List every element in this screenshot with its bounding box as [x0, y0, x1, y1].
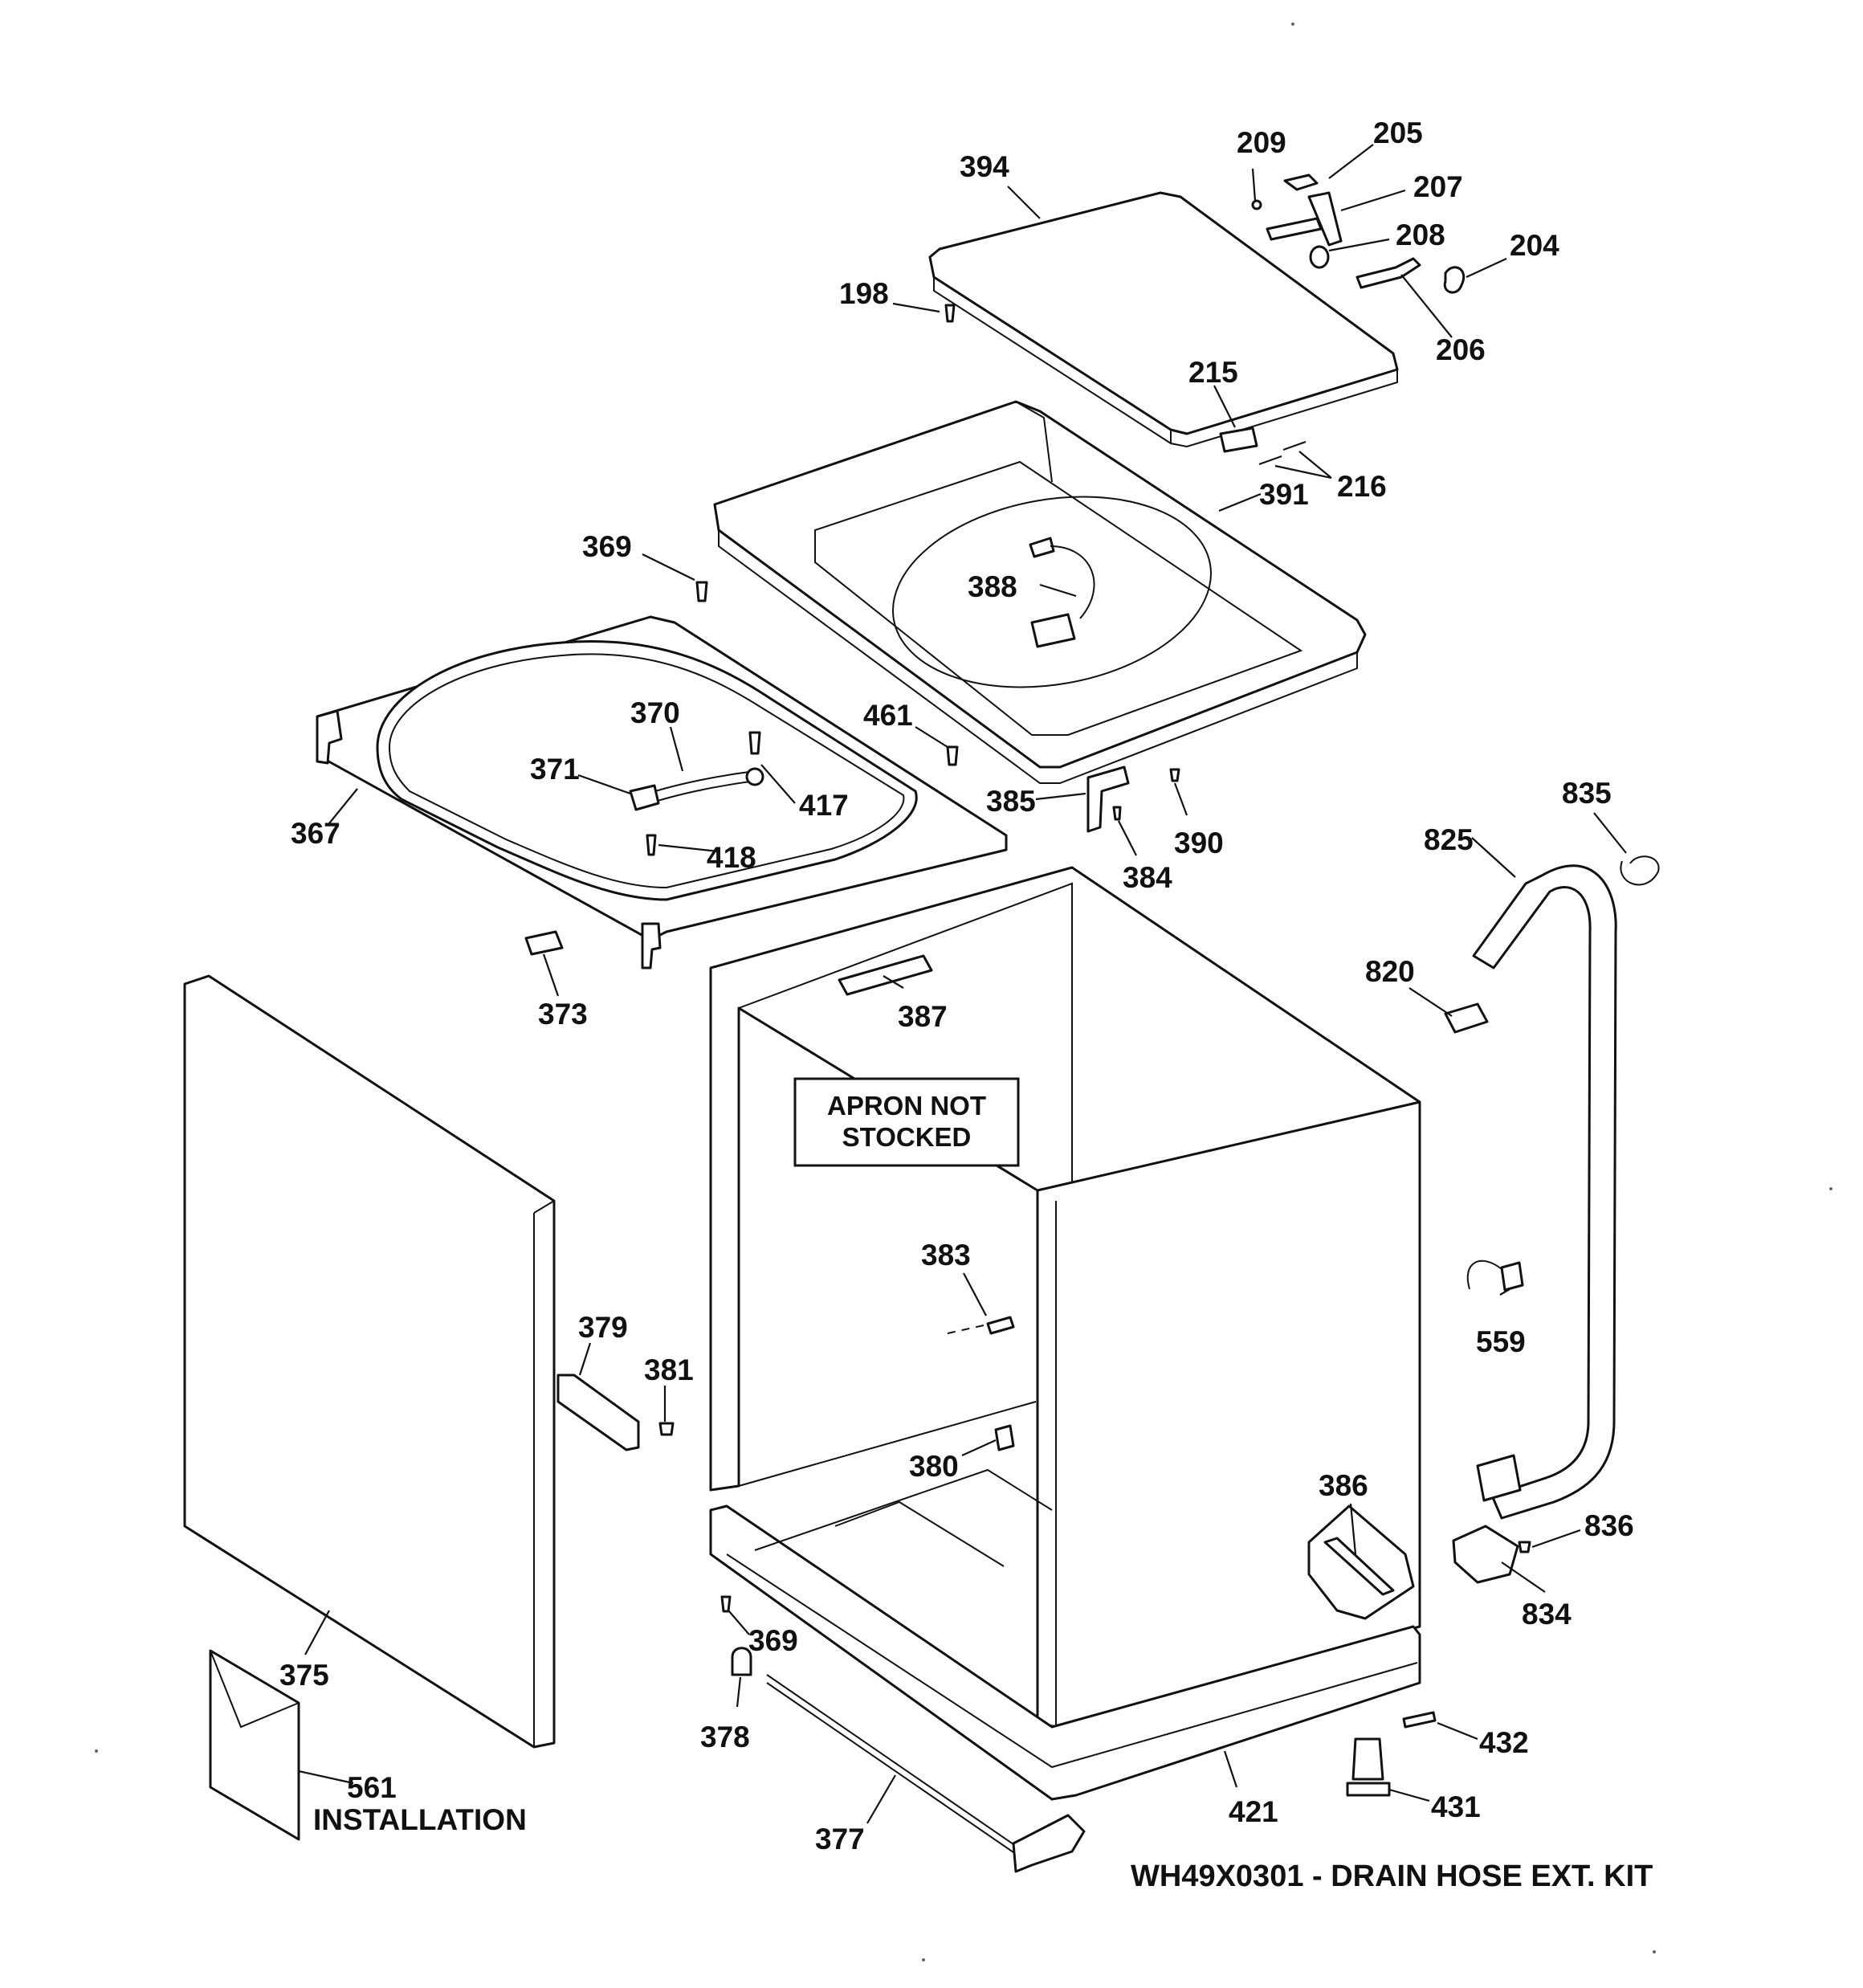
callout-380: 380: [909, 1450, 959, 1483]
callout-394: 394: [960, 150, 1009, 183]
callout-375: 375: [279, 1659, 329, 1692]
drain-hose-part-825: [1444, 855, 1660, 1584]
callout-432: 432: [1479, 1726, 1529, 1759]
callout-379: 379: [578, 1311, 628, 1344]
callout-561: 561: [347, 1771, 397, 1804]
callout-386: 386: [1319, 1469, 1368, 1502]
scan-specks: [95, 22, 1832, 1961]
apron-note-box: APRON NOT STOCKED: [793, 1077, 1020, 1167]
callout-417: 417: [799, 789, 849, 822]
callout-421: 421: [1229, 1795, 1278, 1828]
callout-369-top: 369: [582, 530, 632, 563]
callout-384: 384: [1123, 861, 1172, 894]
top-panel-part-391: [713, 400, 1367, 833]
cabinet-body: [709, 866, 1437, 1873]
callout-198: 198: [839, 277, 889, 310]
callout-559: 559: [1476, 1325, 1526, 1358]
callout-371: 371: [530, 753, 580, 786]
callout-820: 820: [1365, 955, 1415, 988]
callout-369-bottom: 369: [748, 1624, 798, 1657]
callout-216: 216: [1337, 470, 1387, 503]
apron-note-line1: APRON NOT: [827, 1091, 986, 1121]
callout-461: 461: [863, 699, 913, 732]
leader-lines: [298, 144, 1627, 1824]
callout-207: 207: [1413, 170, 1463, 203]
apron-note-line2: STOCKED: [842, 1122, 972, 1152]
lid-part-394: [928, 191, 1399, 448]
drain-hose-kit-caption: WH49X0301 - DRAIN HOSE EXT. KIT: [1131, 1859, 1653, 1893]
callout-381: 381: [644, 1353, 694, 1386]
callout-378: 378: [700, 1721, 750, 1753]
callout-370: 370: [630, 696, 680, 729]
callout-390: 390: [1174, 827, 1224, 859]
callout-373: 373: [538, 998, 588, 1031]
callout-418: 418: [707, 841, 756, 874]
callout-204: 204: [1510, 229, 1559, 262]
callout-387: 387: [898, 1000, 948, 1033]
frame-part-367: [316, 581, 1008, 970]
callout-431: 431: [1431, 1790, 1481, 1823]
callout-215: 215: [1188, 356, 1238, 389]
callout-836: 836: [1584, 1509, 1634, 1542]
callout-385: 385: [986, 785, 1036, 818]
callout-208: 208: [1396, 218, 1445, 251]
callout-835: 835: [1562, 777, 1612, 810]
callout-205: 205: [1373, 116, 1423, 149]
callout-825: 825: [1424, 823, 1474, 856]
callout-377: 377: [815, 1823, 865, 1855]
callout-209: 209: [1237, 126, 1286, 159]
callout-834: 834: [1522, 1598, 1572, 1631]
callout-391: 391: [1259, 478, 1309, 511]
callout-383: 383: [921, 1239, 971, 1272]
apron-part-375: [183, 974, 675, 1841]
installation-label: INSTALLATION: [313, 1803, 527, 1836]
callout-367: 367: [291, 817, 340, 850]
callout-388: 388: [968, 570, 1017, 603]
callout-labels: 209 205 394 207 208 204 198 206 215 216 …: [279, 116, 1634, 1855]
callout-206: 206: [1436, 333, 1486, 366]
hinge-hardware-parts: [944, 173, 1465, 323]
